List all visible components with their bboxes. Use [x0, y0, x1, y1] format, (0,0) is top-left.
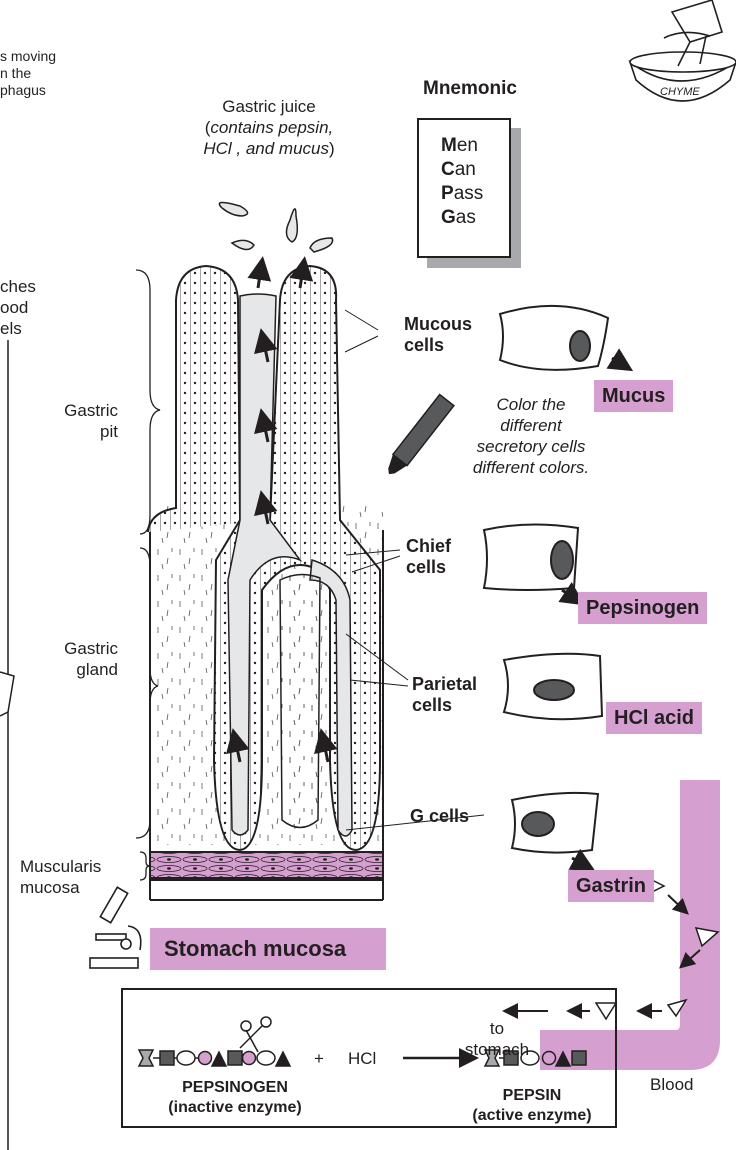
chyme-label: CHYME — [660, 86, 700, 98]
plus-sign: + — [314, 1048, 324, 1069]
left-text-2: ches ood els — [0, 276, 36, 339]
gastrin-product: Gastrin — [568, 870, 654, 902]
g-cells-label: G cells — [410, 806, 469, 827]
hcl-product: HCl acid — [606, 702, 702, 734]
secretory-cells — [484, 306, 608, 853]
left-edge-shape — [0, 672, 14, 716]
pepsinogen-caption: PEPSINOGEN(inactive enzyme) — [150, 1078, 320, 1118]
microscope-icon — [90, 887, 141, 968]
color-note: Color the different secretory cells diff… — [446, 394, 616, 478]
pepsinogen-product: Pepsinogen — [578, 592, 707, 624]
stomach-mucosa-label: Stomach mucosa — [150, 928, 386, 970]
gastric-juice-label: Gastric juice (contains pepsin, HCl , an… — [164, 96, 374, 159]
top-left-text: s moving n the phagus — [0, 48, 56, 99]
blood-label: Blood — [650, 1074, 693, 1095]
juice-droplets — [219, 202, 332, 252]
mnemonic-box: Men Can Pass Gas — [417, 118, 511, 258]
pepsin-caption: PEPSIN(active enzyme) — [452, 1086, 612, 1126]
mnemonic-title: Mnemonic — [423, 78, 517, 100]
crayon-icon — [382, 395, 454, 480]
hcl-reactant: HCl — [348, 1048, 376, 1069]
muscularis-band — [150, 852, 383, 878]
